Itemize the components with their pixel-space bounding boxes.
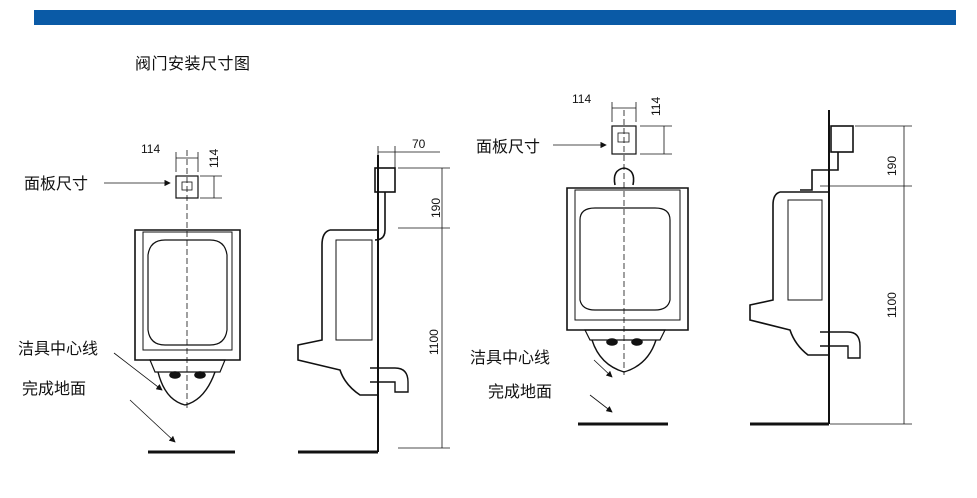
mount-height-dim-left: 1100	[427, 329, 441, 355]
valve-height-dim-left: 190	[429, 198, 443, 218]
right-front-view	[566, 110, 689, 426]
panel-height-dim-right: 114	[649, 97, 663, 116]
flush-panel-right	[611, 125, 637, 155]
left-front-view	[134, 150, 241, 454]
panel-height-dim-left: 114	[207, 149, 221, 168]
fixture-centerline-label-left: 洁具中心线	[18, 339, 99, 358]
top-banner-bar	[34, 10, 956, 25]
finished-floor-label-right: 完成地面	[488, 382, 553, 401]
panel-size-label-left: 面板尺寸	[24, 174, 89, 193]
valve-offset-dim: 70	[412, 137, 426, 151]
fixture-centerline-label-right: 洁具中心线	[470, 348, 551, 367]
panel-width-dim-left: 114	[141, 142, 160, 156]
page-title: 阀门安装尺寸图	[135, 54, 251, 73]
left-side-view	[297, 155, 409, 454]
mount-height-dim-right: 1100	[885, 292, 899, 318]
panel-size-label-right: 面板尺寸	[476, 137, 541, 156]
valve-height-dim-right: 190	[885, 156, 899, 176]
right-side-view	[749, 110, 861, 426]
panel-width-dim-right: 114	[572, 92, 591, 106]
finished-floor-label-left: 完成地面	[22, 379, 87, 398]
